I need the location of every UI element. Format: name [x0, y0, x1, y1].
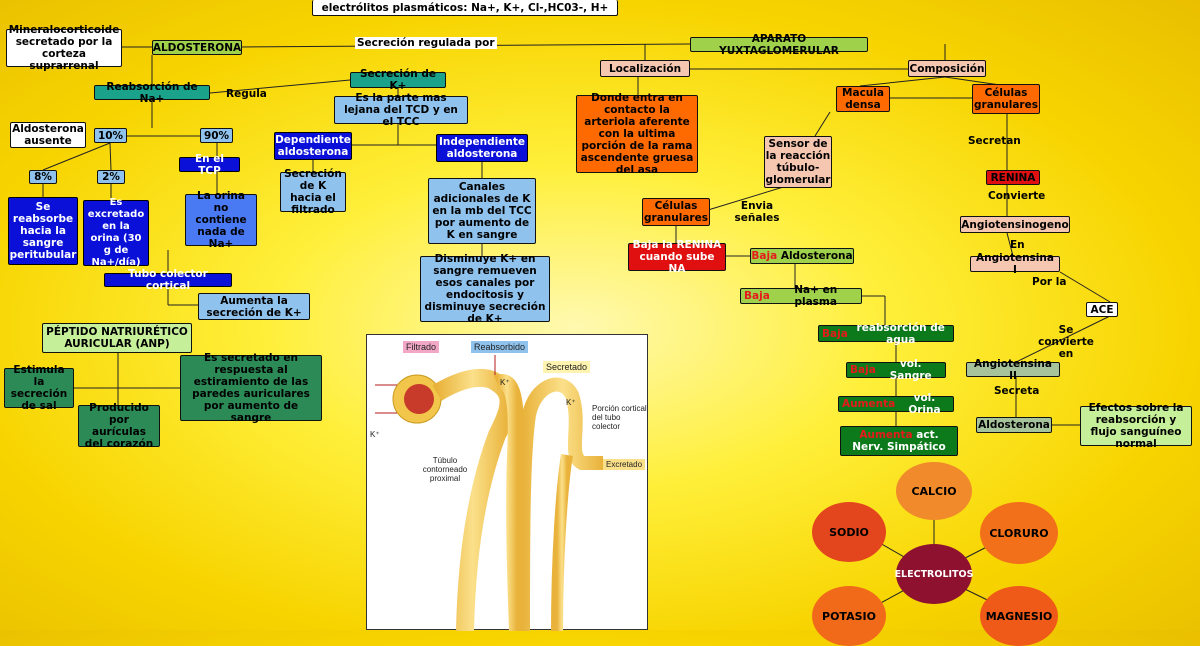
baja-na-box: Baja Na+ en plasma	[740, 284, 862, 308]
angiotensina-ii-box: Angiotensina II	[966, 358, 1060, 382]
envia-label: Envia señales	[734, 200, 780, 224]
p2-box: 2%	[97, 170, 125, 184]
se-convierte-label: Se convierte en	[1038, 324, 1094, 360]
secrecion-regulada-label: Secreción regulada por	[355, 37, 497, 49]
k-label-1: K⁺	[500, 378, 510, 387]
aparato-box: APARATO YUXTAGLOMERULAR	[690, 33, 868, 57]
k-label-2: K⁺	[566, 398, 576, 407]
calcio-circle: CALCIO	[896, 462, 972, 520]
cloruro-circle: CLORURO	[980, 502, 1058, 564]
efectos-box: Efectos sobre la reabsorción y flujo san…	[1080, 402, 1192, 450]
angiotensina-i-box: Angiotensina I	[970, 252, 1060, 276]
localizacion-box: Localización	[600, 60, 690, 77]
aumenta-orina-word: Aumenta	[842, 398, 896, 410]
vol-orina-box: Aumenta vol. Orina	[838, 392, 954, 416]
excretado-label: Excretado	[603, 459, 646, 470]
p8-box: 8%	[29, 170, 57, 184]
filtrado-label: Filtrado	[403, 341, 440, 353]
se-reabsorbe-box: Se reabsorbe hacia la sangre peritubular	[8, 197, 78, 265]
parte-lejana-box: Es la parte mas lejana del TCD y en el T…	[334, 92, 468, 128]
secreta-label: Secreta	[994, 385, 1040, 397]
magnesio-circle: MAGNESIO	[980, 586, 1058, 646]
act-nerv-text: act. Nerv. Simpático	[852, 429, 946, 453]
baja-agua-word: Baja	[822, 327, 848, 340]
p10-box: 10%	[94, 128, 127, 143]
tubo-colector-box: Tubo colector cortical	[104, 268, 232, 292]
connector-lines	[42, 43, 1111, 613]
en-tcp-box: En el TCP	[179, 153, 240, 177]
baja-word: Baja	[751, 250, 778, 262]
reabsorbido-label: Reabsorbido	[471, 341, 529, 353]
potasio-circle: POTASIO	[812, 586, 886, 646]
baja-aldosterona-box: Baja Aldosterona	[750, 248, 854, 264]
baja-sangre-word: Baja	[850, 364, 876, 376]
aldosterona2-box: Aldosterona	[976, 417, 1052, 433]
aldosterona-ausente-box: Aldosterona ausente	[10, 122, 86, 148]
aldosterona-text: Aldosterona	[780, 250, 853, 262]
orina-no-contiene-box: La orina no contiene nada de Na+	[185, 190, 257, 250]
electrolitos-center: ELECTROLITOS	[895, 544, 973, 604]
es-excretado-box: Es excretado en la orina (30 g de Na+/dí…	[83, 197, 149, 268]
macula-box: Macula densa	[836, 86, 890, 112]
k-label-3: K⁺	[370, 430, 380, 439]
nephron-drawing	[375, 355, 603, 631]
renina-box: RENINA	[986, 170, 1040, 185]
composicion-box: Composición	[908, 60, 986, 77]
reabsorcion-agua-text: reabsorción de agua	[856, 321, 945, 346]
baja-renina-box: Baja la RENINA cuando sube NA	[628, 239, 726, 275]
celulas-granulares-top-box: Células granulares	[972, 84, 1040, 114]
tubulo-label: Túbulo contorneado proximal	[422, 456, 468, 483]
sensor-box: Sensor de la reacción túbulo-glomerular	[764, 136, 832, 188]
aumenta-nerv-word: Aumenta	[859, 429, 913, 441]
mineralocorticoide-box: Mineralocorticoide secretado por la cort…	[6, 24, 122, 72]
vol-orina-text: vol. Orina	[908, 392, 941, 416]
dependiente-box: Dependiente aldosterona	[274, 132, 352, 160]
estimula-box: Estimula la secreción de sal	[4, 364, 74, 412]
ace-box: ACE	[1086, 302, 1118, 317]
vol-sangre-text: vol. Sangre	[889, 358, 932, 382]
aldosterona-box: ALDOSTERONA	[152, 40, 242, 55]
porcion-label: Porción cortical del tubo colector	[592, 404, 647, 431]
donde-entra-box: Donde entra en contacto la arteriola afe…	[576, 92, 698, 176]
vol-sangre-box: Baja vol. Sangre	[846, 358, 946, 382]
celulas-granulares-box: Células granulares	[642, 198, 710, 226]
secretado-label: Secretado	[543, 361, 591, 373]
p90-box: 90%	[200, 128, 233, 143]
sodio-circle: SODIO	[812, 502, 886, 562]
canales-box: Canales adicionales de K en la mb del TC…	[428, 178, 536, 244]
baja-na-word: Baja	[744, 290, 770, 302]
en-label: En	[1010, 239, 1025, 251]
nephron-illustration: Filtrado Reabsorbido Secretado Porción c…	[366, 334, 648, 631]
peptido-box: PÉPTIDO NATRIURÉTICO AURICULAR (ANP)	[42, 323, 192, 353]
reabsorcion-agua-box: Baja reabsorción de agua	[818, 322, 954, 346]
independiente-box: Independiente aldosterona	[436, 134, 528, 162]
reabsorcion-na-box: Reabsorción de Na+	[94, 81, 210, 105]
act-nerv-box: Aumenta act. Nerv. Simpático	[840, 426, 958, 456]
convierte-label: Convierte	[988, 190, 1046, 202]
page-title: electrólitos plasmáticos: Na+, K+, Cl-,H…	[312, 0, 618, 16]
secrecion-k-filtrado-box: Secreción de K hacia el filtrado	[280, 168, 346, 216]
por-la-label: Por la	[1032, 276, 1067, 288]
aumenta-secrecion-box: Aumenta la secreción de K+	[198, 293, 310, 320]
regula-label: Regula	[226, 88, 267, 100]
producido-box: Producido por aurículas del corazón	[78, 402, 160, 450]
angiotensinogeno-box: Angiotensinogeno	[960, 216, 1070, 233]
disminuye-box: Disminuye K+ en sangre remueven esos can…	[420, 253, 550, 325]
secretan-label: Secretan	[968, 135, 1021, 147]
secrecion-k-box: Secreción de K+	[350, 68, 446, 92]
es-secretado-box: Es secretado en respuesta al estiramient…	[180, 352, 322, 424]
na-plasma-text: Na+ en plasma	[794, 284, 838, 308]
